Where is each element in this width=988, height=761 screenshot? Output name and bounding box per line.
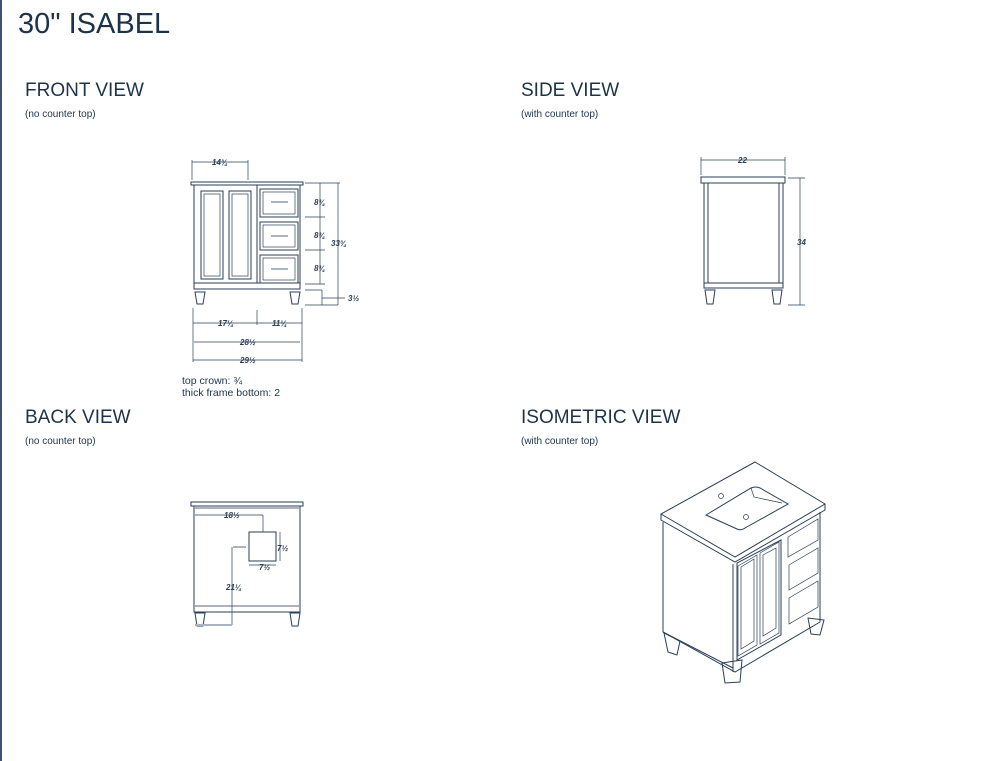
dim-top-width: 14¾ [212, 158, 228, 167]
side-view-drawing: 22 34 [700, 156, 806, 306]
dim-inner-width: 28½ [239, 338, 256, 347]
front-view-drawing: 14¾ 8¾ 8¾ 8¾ 33¾ 3½ 17¼ 11¼ 28½ 29½ [190, 158, 359, 365]
dim-drawer-1: 8¾ [314, 198, 325, 207]
dim-depth: 22 [737, 156, 747, 165]
dim-box-height: 7½ [277, 544, 288, 553]
dim-side-height: 34 [797, 238, 806, 247]
page-title: 30" ISABEL [18, 8, 171, 40]
note-top-crown: top crown: ¾ [182, 375, 243, 387]
dim-back-vertical: 21¼ [225, 583, 242, 592]
iso-view-subtitle: (with counter top) [521, 436, 599, 447]
dim-leg: 3½ [348, 294, 359, 303]
note-frame-bottom: thick frame bottom: 2 [182, 387, 281, 399]
front-view-subtitle: (no counter top) [25, 109, 96, 120]
dim-drawer-3: 8¾ [314, 264, 325, 273]
back-view-drawing: 18½ 7½ 7½ 21¼ [190, 501, 304, 627]
isometric-view-drawing [660, 461, 826, 684]
iso-view-title: ISOMETRIC VIEW [521, 407, 681, 428]
front-view-title: FRONT VIEW [25, 80, 144, 101]
dim-height: 33¾ [331, 239, 347, 248]
dim-back-horizontal: 18½ [224, 511, 240, 520]
dim-box-width: 7½ [259, 563, 270, 572]
back-view-subtitle: (no counter top) [25, 436, 96, 447]
page-border [0, 0, 2, 761]
back-view-title: BACK VIEW [25, 407, 131, 428]
dim-drawer-2: 8¾ [314, 231, 325, 240]
dim-right-section: 11¼ [272, 319, 287, 328]
dim-overall-width: 29½ [239, 356, 256, 365]
dim-left-section: 17¼ [218, 319, 234, 328]
side-view-subtitle: (with counter top) [521, 109, 599, 120]
side-view-title: SIDE VIEW [521, 80, 620, 101]
